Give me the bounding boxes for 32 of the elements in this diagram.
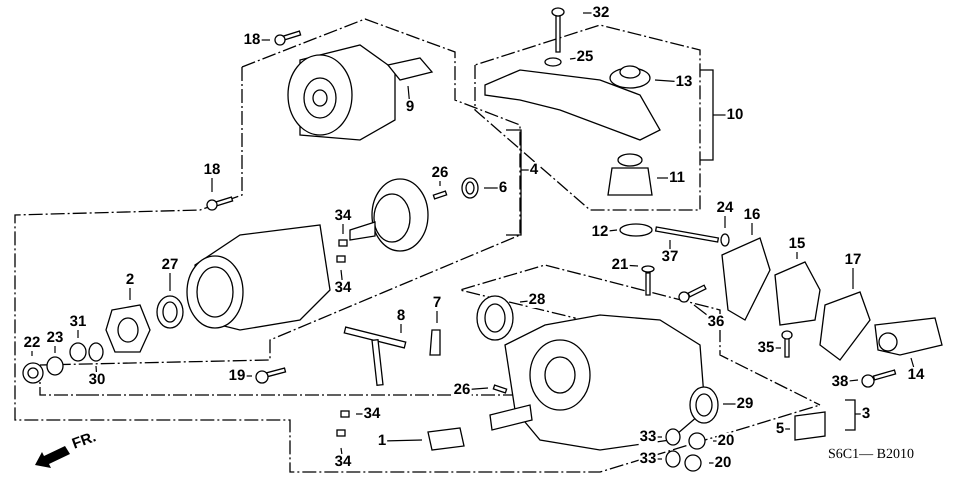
leader-line: [724, 216, 726, 228]
leader-line: [340, 448, 342, 454]
leader-line: [169, 273, 171, 291]
leader-line: [609, 229, 618, 232]
leader-line: [211, 178, 213, 192]
leader-line: [852, 268, 854, 289]
leader-line: [520, 300, 528, 303]
callout-number: 33: [638, 429, 658, 445]
leader-line: [471, 387, 488, 390]
callout-number: 28: [528, 292, 546, 308]
leader-line: [95, 366, 98, 372]
callout-number: 36: [706, 314, 726, 330]
leader-line: [387, 439, 422, 442]
leader-line: [342, 224, 344, 234]
leader-line: [751, 223, 753, 235]
leader-line: [849, 379, 858, 382]
callout-number: 26: [452, 382, 472, 398]
leader-line: [484, 187, 498, 189]
leader-line: [910, 358, 914, 368]
leader-line: [654, 79, 675, 82]
leader-line: [129, 288, 131, 300]
leader-line: [407, 86, 410, 100]
leader-line: [694, 304, 708, 316]
leader-line: [723, 403, 736, 405]
leader-line: [436, 311, 438, 323]
leader-line: [713, 114, 726, 116]
direction-label: FR.: [70, 428, 98, 453]
drawing-code: S6C1— B2010: [828, 447, 914, 463]
leader-line: [629, 264, 638, 267]
leader-line: [340, 270, 343, 280]
leader-line: [570, 58, 576, 60]
leader-line: [657, 177, 668, 179]
